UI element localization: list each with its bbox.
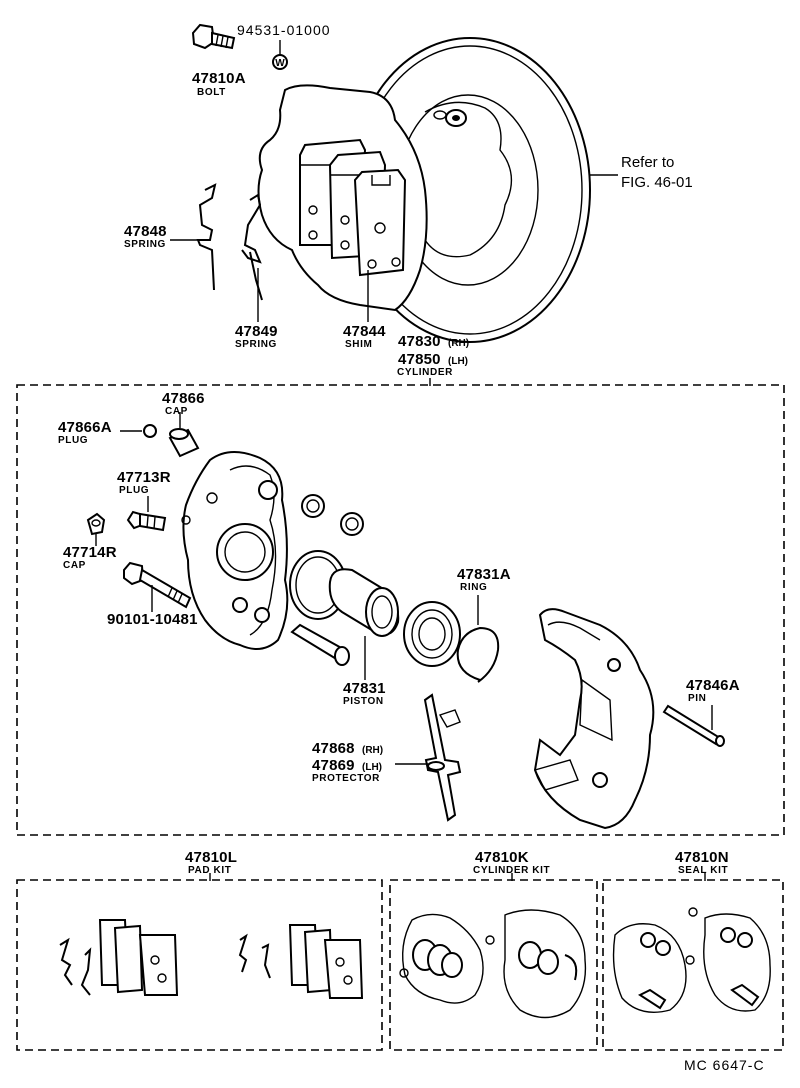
ring-47831A bbox=[456, 595, 500, 683]
part-number-47844: 47844 bbox=[343, 323, 386, 340]
part-number-90101-10481: 90101-10481 bbox=[107, 611, 198, 628]
part-number-47868: 47868 bbox=[312, 740, 355, 757]
part-number-47866A: 47866A bbox=[58, 419, 112, 436]
bolt-47810A bbox=[191, 23, 236, 50]
part-name-plug-47866A: PLUG bbox=[58, 435, 89, 446]
part-number-47848: 47848 bbox=[124, 223, 167, 240]
part-name-piston: PISTON bbox=[343, 696, 384, 707]
piston-47831 bbox=[328, 568, 400, 680]
part-number-47714R: 47714R bbox=[63, 544, 117, 561]
figure-code: MC 6647-C bbox=[684, 1057, 765, 1073]
suffix-lh-47869: (LH) bbox=[362, 762, 382, 773]
shim-47844 bbox=[353, 168, 407, 277]
part-name-protector: PROTECTOR bbox=[312, 773, 380, 784]
cylinder-group-box bbox=[16, 384, 785, 836]
suffix-lh-47850: (LH) bbox=[448, 356, 468, 367]
part-name-shim: SHIM bbox=[345, 339, 373, 350]
kit-name-cylinder-kit: CYLINDER KIT bbox=[473, 865, 551, 876]
caliper-frame bbox=[533, 608, 655, 830]
part-name-ring: RING bbox=[460, 582, 488, 593]
part-name-spring-47849: SPRING bbox=[235, 339, 277, 350]
dust-boot bbox=[403, 601, 461, 667]
part-number-47810N: 47810N bbox=[675, 849, 729, 866]
cap-47714R bbox=[86, 512, 106, 546]
part-name-plug-47713R: PLUG bbox=[119, 485, 150, 496]
seal-kit-contents bbox=[612, 907, 771, 1013]
part-name-cap-47714R: CAP bbox=[63, 560, 86, 571]
small-seal-ring-1 bbox=[301, 494, 325, 518]
part-number-47869: 47869 bbox=[312, 757, 355, 774]
part-number-47810K: 47810K bbox=[475, 849, 529, 866]
part-number-47866: 47866 bbox=[162, 390, 205, 407]
seal-kit-box bbox=[602, 879, 784, 1051]
cylinder-kit-contents bbox=[399, 909, 587, 1019]
part-name-cylinder: CYLINDER bbox=[397, 367, 453, 378]
svg-text:W: W bbox=[275, 58, 285, 69]
refer-to-text: Refer to bbox=[621, 154, 675, 171]
slide-pin bbox=[290, 623, 350, 666]
part-name-cap-47866: CAP bbox=[165, 406, 188, 417]
protector bbox=[395, 693, 462, 822]
part-number-47850: 47850 bbox=[398, 351, 441, 368]
caliper-body bbox=[181, 451, 289, 650]
part-number-94531: 94531-01000 bbox=[237, 22, 331, 38]
small-seal-ring-2 bbox=[340, 512, 364, 536]
part-name-spring-47848: SPRING bbox=[124, 239, 166, 250]
part-name-pin: PIN bbox=[688, 693, 707, 704]
part-number-47713R: 47713R bbox=[117, 469, 171, 486]
bolt-90101-10481 bbox=[123, 561, 192, 612]
cap-47866 bbox=[168, 412, 200, 458]
part-name-bolt: BOLT bbox=[197, 87, 226, 98]
suffix-rh-47868: (RH) bbox=[362, 745, 384, 756]
part-number-47810A: 47810A bbox=[192, 70, 246, 87]
kit-name-pad-kit: PAD KIT bbox=[188, 865, 232, 876]
spring-47849 bbox=[241, 193, 263, 322]
pin-47846A bbox=[662, 704, 725, 747]
refer-to-figure: FIG. 46-01 bbox=[621, 174, 693, 191]
pad-kit-contents bbox=[59, 919, 364, 999]
kit-name-seal-kit: SEAL KIT bbox=[678, 865, 729, 876]
suffix-rh-47830: (RH) bbox=[448, 338, 470, 349]
bleeder-plug-47713R bbox=[126, 496, 167, 532]
part-number-47831A: 47831A bbox=[457, 566, 511, 583]
plug-47866A bbox=[120, 424, 157, 438]
part-number-47831: 47831 bbox=[343, 680, 386, 697]
cylinder-kit-box bbox=[389, 879, 598, 1051]
part-number-47846A: 47846A bbox=[686, 677, 740, 694]
part-number-47810L: 47810L bbox=[185, 849, 238, 866]
w-symbol-icon: W bbox=[272, 40, 288, 70]
spring-47848 bbox=[170, 183, 217, 291]
pad-kit-box bbox=[16, 879, 383, 1051]
part-number-47849: 47849 bbox=[235, 323, 278, 340]
part-number-47830: 47830 bbox=[398, 333, 441, 350]
